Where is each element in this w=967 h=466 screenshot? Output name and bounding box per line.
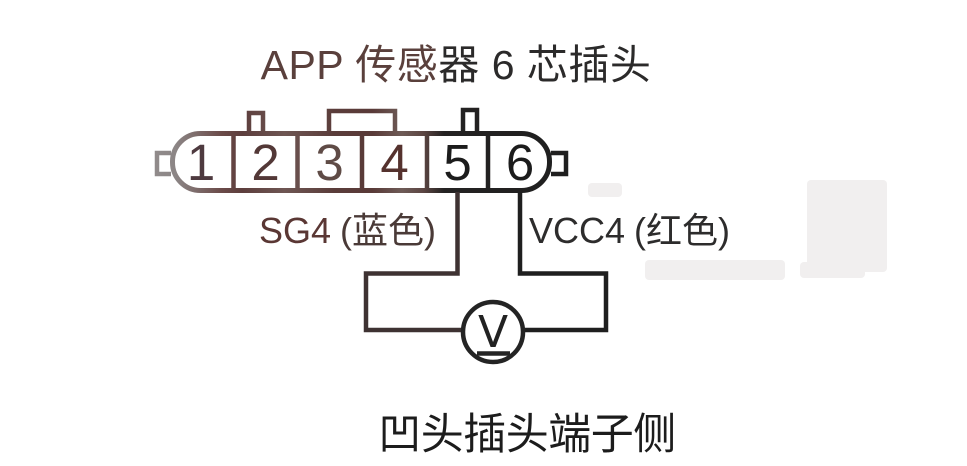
pin-5-number: 5 bbox=[443, 134, 471, 191]
wire-pin6-vcc4 bbox=[517, 192, 609, 333]
page-title-part1: APP 传感 bbox=[260, 42, 439, 88]
pin-1-number: 1 bbox=[187, 134, 215, 191]
left-side-tab bbox=[154, 150, 171, 177]
label-sg4: SG4(蓝色) bbox=[259, 211, 436, 251]
watermark-artifact bbox=[588, 183, 622, 197]
page-title: APP 传感器 6 芯插头 bbox=[261, 45, 652, 86]
pin-6-number: 6 bbox=[506, 134, 534, 191]
voltmeter-symbol: V bbox=[478, 307, 508, 358]
terminal-side-caption: 凹头插头端子侧 bbox=[378, 411, 676, 459]
pin-4-number: 4 bbox=[380, 134, 408, 191]
pin-2-number: 2 bbox=[251, 134, 279, 191]
sg4-wire-color-text: (蓝色) bbox=[340, 210, 437, 251]
watermark-artifact bbox=[645, 260, 785, 280]
sg4-signal-name: SG4 bbox=[259, 210, 332, 251]
top-latch-small-left bbox=[246, 110, 266, 132]
right-side-tab bbox=[551, 150, 569, 177]
top-latch-small-right bbox=[460, 107, 480, 132]
label-vcc4: VCC4(红色) bbox=[529, 211, 730, 251]
pin-3-number: 3 bbox=[315, 134, 343, 191]
wire-pin5-sg4 bbox=[363, 192, 464, 333]
top-latch-wide bbox=[326, 108, 398, 132]
vcc4-signal-name: VCC4 bbox=[529, 210, 626, 251]
voltmeter-circle bbox=[460, 299, 526, 365]
watermark-artifact bbox=[800, 262, 865, 278]
vcc4-wire-color-text: (红色) bbox=[634, 210, 731, 251]
page-title-part2: 器 6 芯插头 bbox=[438, 42, 652, 88]
watermark-artifact bbox=[807, 180, 887, 272]
